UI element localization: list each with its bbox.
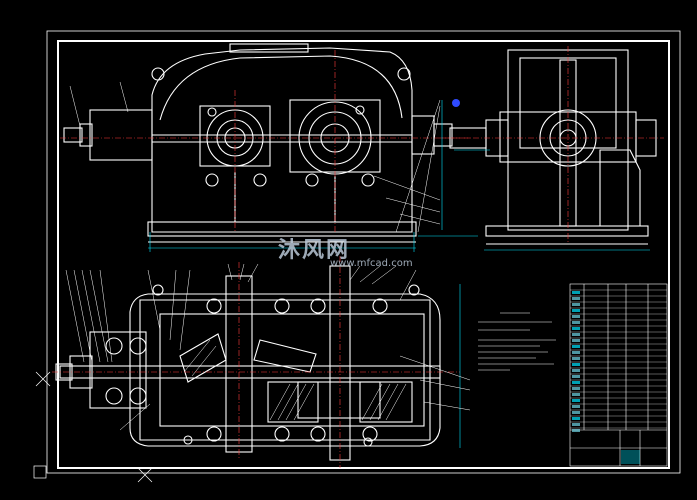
- table-row-stripe: [572, 417, 580, 420]
- table-row-stripe: [572, 345, 580, 348]
- table-row-stripe: [572, 321, 580, 324]
- inner-drawing-frame: [57, 40, 670, 469]
- table-row-stripe: [572, 411, 580, 414]
- table-row-stripe: [572, 375, 580, 378]
- technical-notes: [478, 312, 556, 371]
- parts-table: [569, 283, 668, 467]
- table-row-stripe: [572, 363, 580, 366]
- side-center-lines: [440, 46, 664, 244]
- table-row-stripe: [572, 351, 580, 354]
- parts-table-rows: [570, 289, 667, 432]
- table-row-stripe: [572, 291, 580, 294]
- dimension-lines: [148, 100, 650, 448]
- side-elevation-view: [449, 49, 657, 245]
- table-row-stripe: [572, 387, 580, 390]
- table-row-stripe: [572, 429, 580, 432]
- table-row-stripe: [572, 357, 580, 360]
- table-row-stripe: [572, 369, 580, 372]
- title-block-highlight: [621, 450, 640, 464]
- table-row-stripe: [572, 405, 580, 408]
- gear-hatching: [183, 339, 407, 421]
- leader-lines: [65, 81, 471, 431]
- table-row-stripe: [572, 315, 580, 318]
- table-row-stripe: [572, 309, 580, 312]
- table-row-stripe: [572, 393, 580, 396]
- table-row-stripe: [572, 381, 580, 384]
- table-row-stripe: [572, 399, 580, 402]
- table-row-stripe: [572, 297, 580, 300]
- watermark-logo: 沐风网: [278, 238, 351, 263]
- outer-sheet-border: [46, 30, 681, 474]
- front-elevation-view: [63, 43, 453, 243]
- front-center-lines: [60, 50, 470, 232]
- watermark-url: www.mfcad.com: [330, 258, 413, 269]
- corner-markers: [33, 371, 153, 483]
- plan-center-lines: [52, 256, 460, 468]
- plan-section-view: [55, 265, 441, 461]
- table-row-stripe: [572, 333, 580, 336]
- accent-point: [452, 99, 460, 107]
- table-row-stripe: [572, 423, 580, 426]
- table-row-stripe: [572, 327, 580, 330]
- table-row-stripe: [572, 339, 580, 342]
- table-row-stripe: [572, 303, 580, 306]
